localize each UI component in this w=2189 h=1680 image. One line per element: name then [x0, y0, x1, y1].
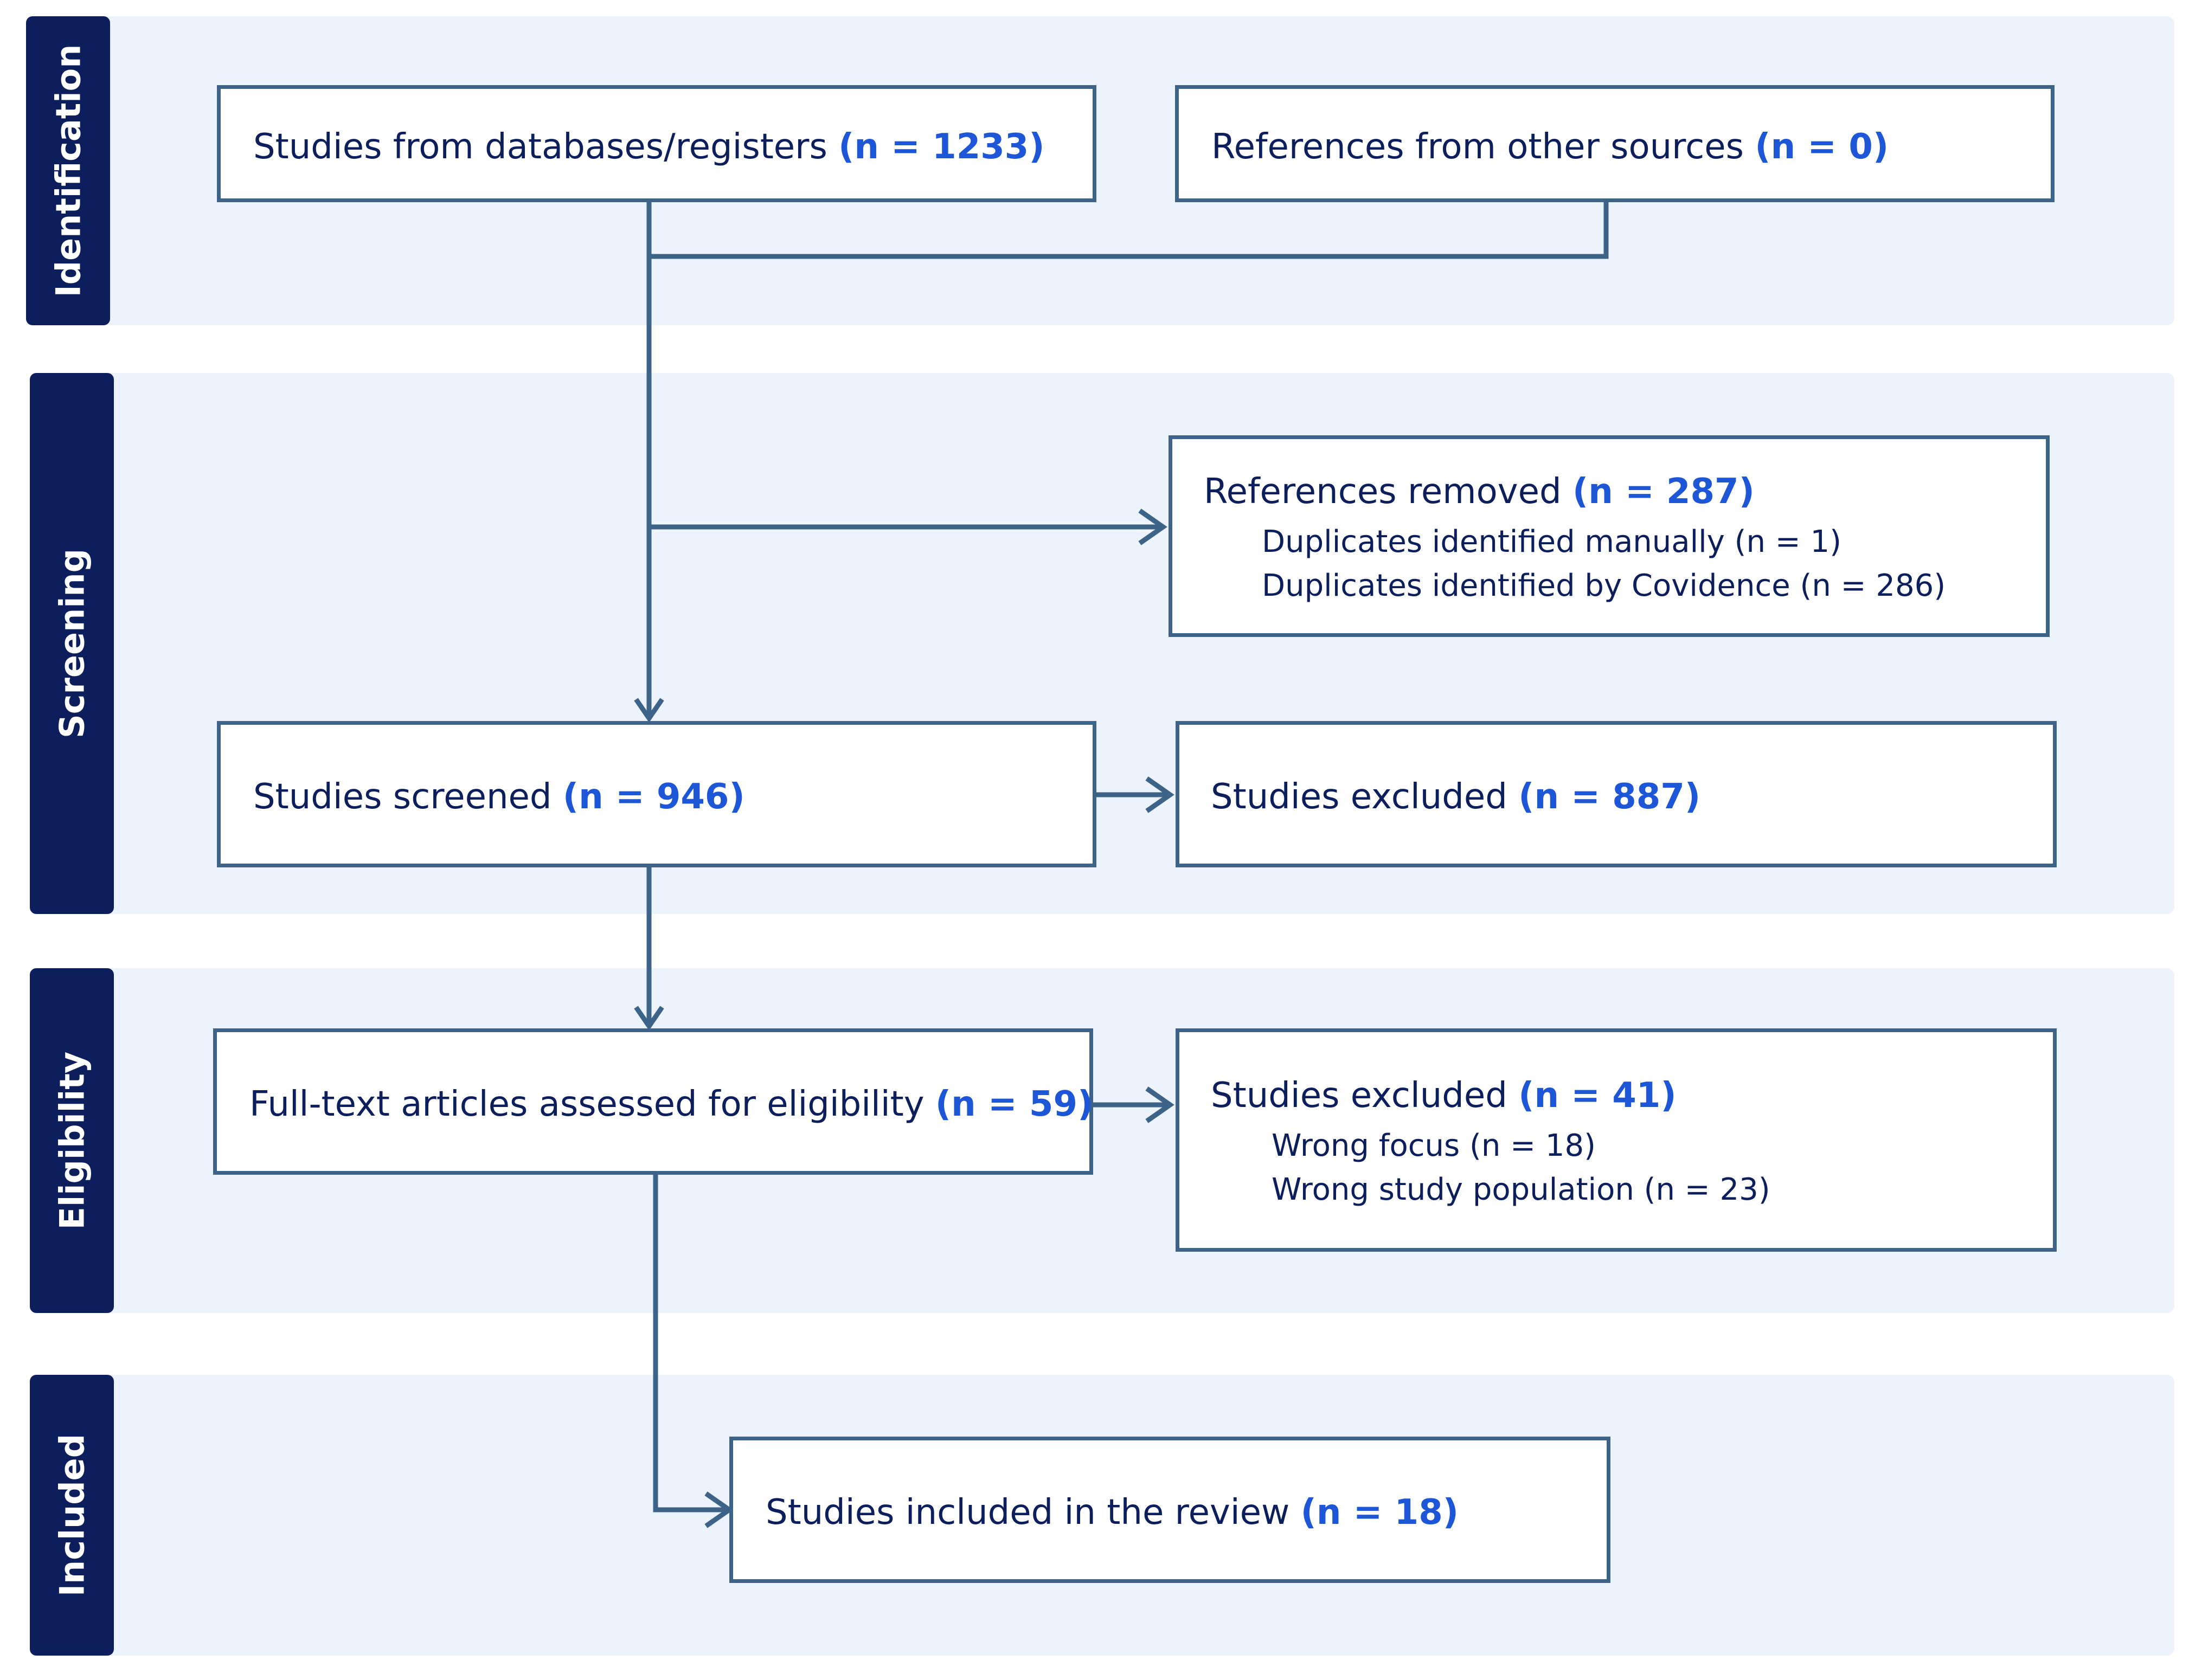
studies-screened-count: (n = 946): [562, 777, 745, 817]
other-sources-count: (n = 0): [1755, 127, 1889, 167]
excluded-screening-text: Studies excluded (n = 887): [1211, 777, 1700, 817]
references-removed-box: References removed (n = 287) Duplicates …: [1169, 435, 2050, 637]
references-removed-label: References removed: [1204, 472, 1572, 512]
identification-label: Identification: [26, 16, 110, 325]
studies-screened-label: Studies screened: [253, 777, 563, 817]
full-text-text: Full-text articles assessed for eligibil…: [249, 1084, 1093, 1124]
connector-other-sources-merge: [649, 202, 1609, 259]
studies-screened-text: Studies screened (n = 946): [253, 777, 745, 817]
included-text: Studies included in the review (n = 18): [766, 1492, 1459, 1533]
databases-box: Studies from databases/registers (n = 12…: [217, 85, 1096, 202]
excluded-screening-label: Studies excluded: [1211, 777, 1519, 817]
other-sources-box: References from other sources (n = 0): [1175, 85, 2055, 202]
included-label: Included: [30, 1375, 114, 1656]
excluded-screening-count: (n = 887): [1518, 777, 1701, 817]
databases-text: Studies from databases/registers (n = 12…: [253, 127, 1045, 167]
removed-detail-manual: Duplicates identified manually (n = 1): [1262, 524, 1841, 559]
arrowhead-excluded-screening: [1145, 776, 1174, 813]
arrowhead-removed: [1138, 508, 1167, 545]
screening-label: Screening: [30, 373, 114, 914]
other-sources-label: References from other sources: [1211, 127, 1755, 167]
excluded-full-text-label: Studies excluded: [1211, 1076, 1519, 1116]
excluded-full-text-box: Studies excluded (n = 41) Wrong focus (n…: [1176, 1028, 2057, 1252]
included-box: Studies included in the review (n = 18): [729, 1437, 1610, 1583]
full-text-box: Full-text articles assessed for eligibil…: [213, 1028, 1093, 1175]
arrowhead-screened: [634, 698, 664, 723]
arrowhead-full-text: [634, 1006, 664, 1031]
references-removed-text: References removed (n = 287): [1204, 472, 1755, 512]
removed-detail-covidence: Duplicates identified by Covidence (n = …: [1262, 568, 1946, 603]
full-text-count: (n = 59): [935, 1084, 1094, 1124]
included-count: (n = 18): [1300, 1492, 1459, 1533]
studies-screened-box: Studies screened (n = 946): [217, 721, 1096, 867]
references-removed-count: (n = 287): [1572, 472, 1755, 512]
eligibility-label: Eligibility: [30, 968, 114, 1313]
databases-label: Studies from databases/registers: [253, 127, 839, 167]
excluded-full-text-count: (n = 41): [1518, 1076, 1677, 1116]
excluded-detail-wrong-population: Wrong study population (n = 23): [1272, 1172, 1770, 1207]
excluded-full-text-text: Studies excluded (n = 41): [1211, 1076, 1677, 1116]
included-label-box: Studies included in the review: [766, 1492, 1301, 1533]
full-text-label: Full-text articles assessed for eligibil…: [249, 1084, 935, 1124]
excluded-screening-box: Studies excluded (n = 887): [1176, 721, 2057, 867]
other-sources-text: References from other sources (n = 0): [1211, 127, 1889, 167]
databases-count: (n = 1233): [838, 127, 1045, 167]
connector-to-included: [653, 1169, 729, 1512]
excluded-detail-wrong-focus: Wrong focus (n = 18): [1272, 1128, 1596, 1163]
arrowhead-excluded-full-text: [1145, 1086, 1174, 1123]
